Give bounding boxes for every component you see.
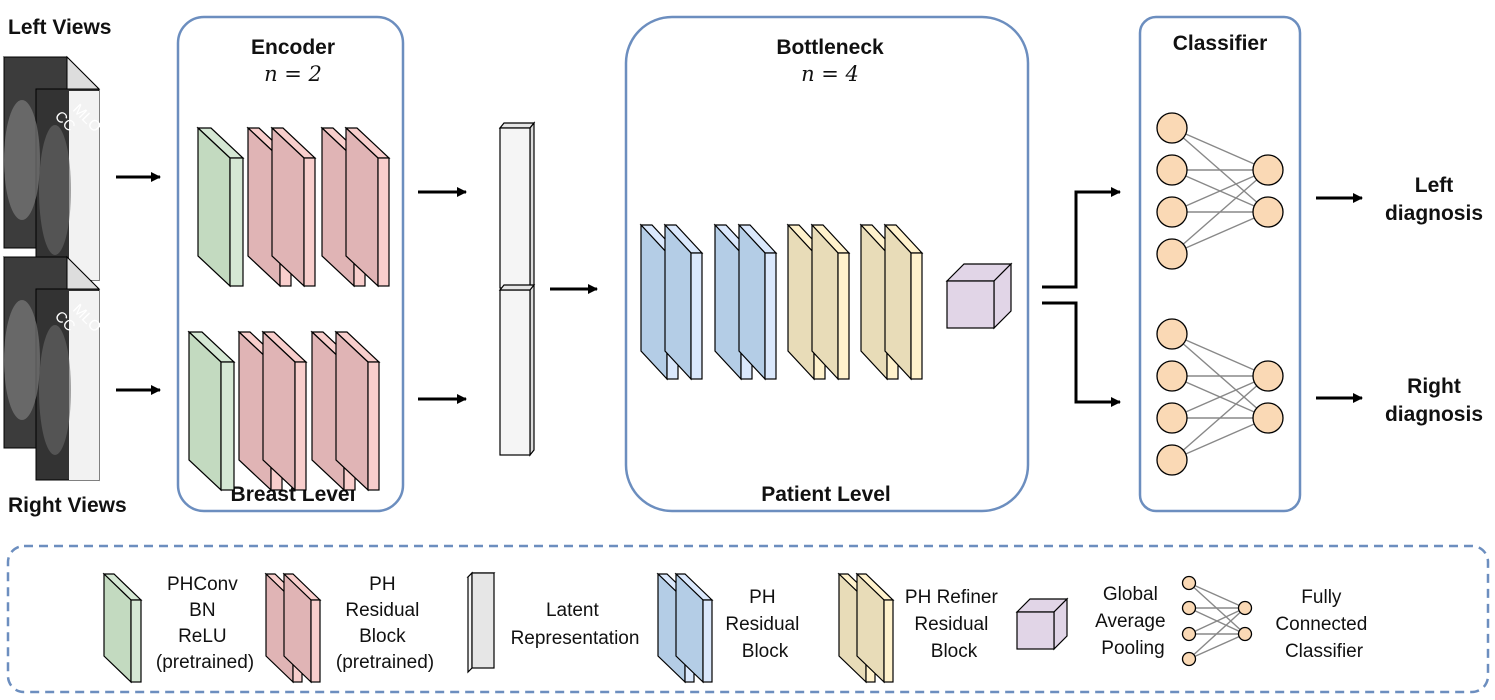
legend-ph-residual-icon <box>656 572 714 684</box>
legend-ph-residual-pretrained-text: PH Residual Block (pretrained) <box>336 574 434 673</box>
bottleneck-ph-residual-block-1 <box>639 223 704 381</box>
classifier-network-left <box>1156 112 1284 270</box>
legend-gap-text: Global Average Pooling <box>1095 584 1171 659</box>
bottleneck-ph-refiner-block-2-layer-2 <box>883 223 924 381</box>
encoder-top-phconv-block <box>196 126 245 288</box>
classifier-left-node <box>1156 238 1188 270</box>
encoder-panel <box>176 15 405 513</box>
legend-fc-icon <box>1181 575 1253 667</box>
legend-fc-connection <box>1188 633 1246 660</box>
classifier-right-connection <box>1171 375 1269 419</box>
legend-ph-refiner-icon-layer-2 <box>855 572 895 684</box>
bottleneck-ph-residual-block-2 <box>713 223 778 381</box>
legend-fc-node <box>1181 600 1197 616</box>
global-average-pooling-block <box>945 262 1013 330</box>
bottleneck-level: Patient Level <box>761 483 891 506</box>
classifier-left-connection <box>1171 127 1269 171</box>
left-diagnosis-line2: diagnosis <box>1385 202 1483 225</box>
classifier-left-node <box>1252 196 1284 228</box>
classifier-left-node <box>1156 154 1188 186</box>
arrow-to-right-classifier <box>1042 301 1121 407</box>
classifier-right-node <box>1252 360 1284 392</box>
right-views-title: Right Views <box>8 494 127 517</box>
encoder-bottom-residual-block-1 <box>237 330 308 492</box>
bottleneck-ph-residual-block-1-layer-2 <box>663 223 704 381</box>
legend-ph-residual-pretrained-icon <box>264 572 322 684</box>
classifier-network-right <box>1156 318 1284 476</box>
bottleneck-ph-residual-block-2-layer-2 <box>737 223 778 381</box>
encoder-bottom-residual-block-2 <box>310 330 381 492</box>
legend-fc-connection <box>1188 607 1246 660</box>
legend-fc-connection <box>1188 607 1246 635</box>
legend-ph-refiner-icon <box>837 572 895 684</box>
encoder-top-residual-block-1 <box>246 126 317 288</box>
left-views-title: Left Views <box>8 16 111 39</box>
legend-panel <box>6 544 1490 694</box>
legend-fc-node <box>1181 575 1197 591</box>
legend-ph-residual-icon-layer-2 <box>674 572 714 684</box>
bottleneck-ph-refiner-block-1-layer-2 <box>810 223 851 381</box>
legend-fc-node <box>1237 600 1253 616</box>
right-views-stack: MLO CC <box>2 255 104 482</box>
legend-latent-icon <box>466 571 496 674</box>
legend-latent-text: Latent Representation <box>511 600 640 649</box>
encoder-bottom-residual-block-2-layer-2 <box>334 330 381 492</box>
bottleneck-ph-refiner-block-2 <box>859 223 924 381</box>
legend-gap-icon <box>1015 597 1069 651</box>
right-diagnosis-line2: diagnosis <box>1385 403 1483 426</box>
latent-representation <box>498 121 536 457</box>
classifier-left-connection <box>1171 169 1269 213</box>
classifier-left-connection <box>1171 169 1269 255</box>
encoder-top-residual-block-2 <box>320 126 391 288</box>
left-views-stack: MLO CC <box>2 55 104 282</box>
legend-fc-node <box>1181 651 1197 667</box>
classifier-left-node <box>1156 112 1188 144</box>
encoder-bottom-residual-block-1-layer-2 <box>261 330 308 492</box>
right-diagnosis-line1: Right <box>1407 375 1461 398</box>
encoder-top-residual-block-1-layer-2 <box>270 126 317 288</box>
classifier-right-node <box>1156 444 1188 476</box>
classifier-right-connection <box>1171 375 1269 461</box>
bottleneck-title: Bottleneck <box>776 36 884 59</box>
bottleneck-n: n = 4 <box>801 62 859 86</box>
legend-phconv-icon <box>102 572 143 684</box>
classifier-panel <box>1138 15 1302 513</box>
legend-ph-residual-text: PH Residual Block <box>725 587 804 662</box>
classifier-right-node <box>1156 360 1188 392</box>
legend-phconv-text: PHConv BN ReLU (pretrained) <box>156 574 254 673</box>
encoder-n: n = 2 <box>264 62 322 86</box>
left-diagnosis-line1: Left <box>1415 174 1454 197</box>
encoder-title: Encoder <box>251 36 335 59</box>
legend-fc-text: Fully Connected Classifier <box>1275 587 1372 662</box>
legend-ph-residual-pretrained-icon-layer-2 <box>282 572 322 684</box>
arrow-to-left-classifier <box>1042 187 1121 289</box>
encoder-bottom-phconv-block <box>187 330 236 492</box>
legend-fc-node <box>1237 626 1253 642</box>
classifier-right-node <box>1252 402 1284 434</box>
classifier-left-node <box>1156 196 1188 228</box>
classifier-left-node <box>1252 154 1284 186</box>
classifier-right-node <box>1156 318 1188 350</box>
encoder-level: Breast Level <box>231 483 356 506</box>
encoder-top-residual-block-2-layer-2 <box>344 126 391 288</box>
legend-fc-node <box>1181 626 1197 642</box>
bottleneck-ph-refiner-block-1 <box>786 223 851 381</box>
classifier-right-node <box>1156 402 1188 434</box>
classifier-right-connection <box>1171 333 1269 377</box>
legend-ph-refiner-text: PH Refiner Residual Block <box>905 587 1003 662</box>
classifier-left-connection <box>1171 211 1269 255</box>
classifier-right-connection <box>1171 417 1269 461</box>
legend-fc-connection <box>1188 582 1246 609</box>
classifier-title: Classifier <box>1173 32 1268 55</box>
bottleneck-panel <box>624 15 1030 513</box>
